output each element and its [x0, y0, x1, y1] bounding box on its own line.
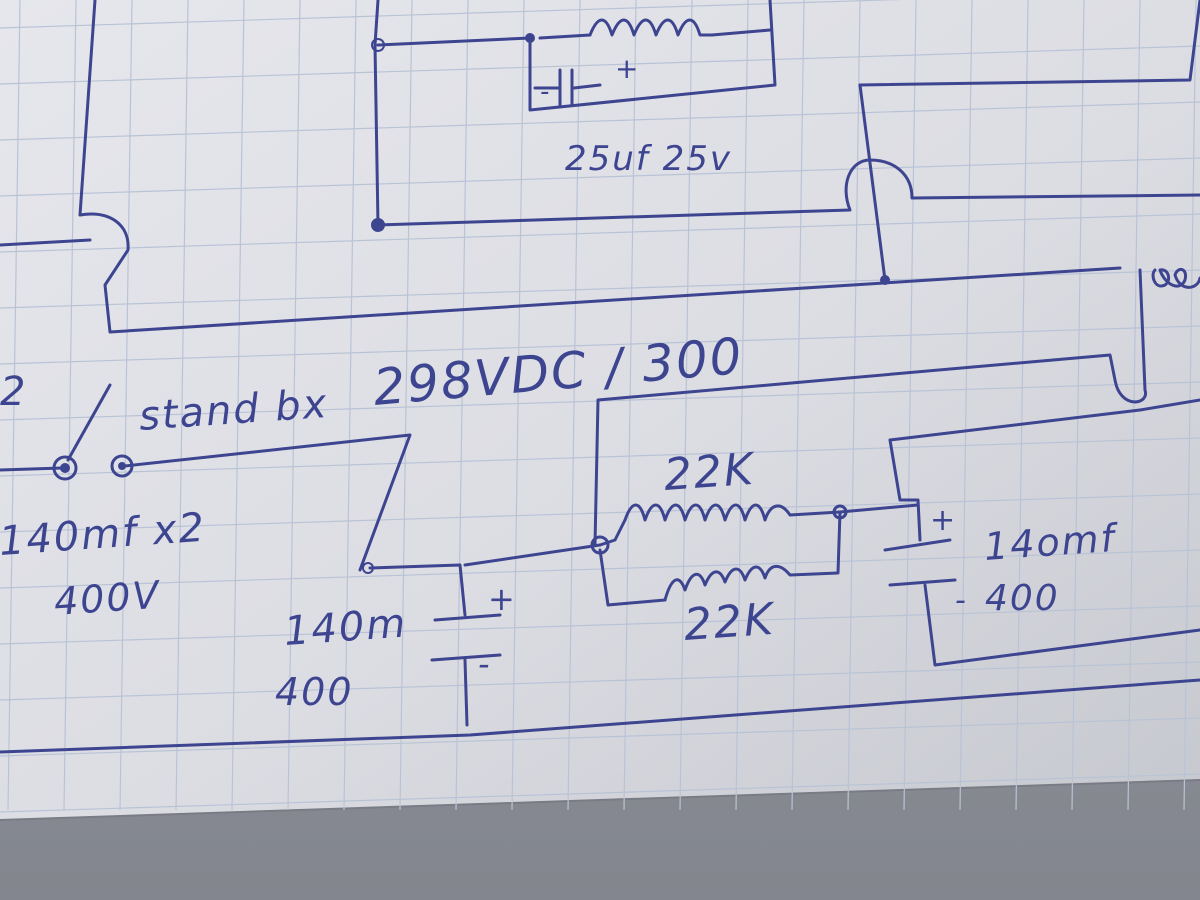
label-mid-cap-plus: +: [488, 580, 517, 618]
wire-switch-out: [123, 433, 412, 572]
capacitor-mid-plates: [430, 613, 502, 662]
label-mid-cap-value: 140m: [282, 600, 408, 654]
wire-right-box: [858, 0, 1200, 87]
grid-line-horizontal: [0, 437, 1200, 477]
wire-res-top-lead: [598, 518, 627, 547]
grid-line-horizontal: [0, 661, 1200, 701]
grid-line-horizontal: [0, 717, 1200, 757]
grid-line-horizontal: [0, 45, 1200, 85]
grid-line-horizontal: [0, 101, 1200, 141]
wire-standby-feed: [593, 268, 1147, 547]
junction-right-node: [832, 504, 848, 520]
wire-vertical-right: [858, 83, 887, 282]
label-right-cap-value: 14omf: [983, 516, 1121, 569]
junction-mid-cap: [362, 562, 374, 574]
paper-edge: [0, 779, 1200, 821]
label-right-cap-plus: +: [930, 503, 957, 538]
resistor-upper-22k: [623, 503, 842, 522]
grid-line-vertical: [903, 0, 917, 811]
junction-resistor-node: [590, 535, 610, 555]
grid-line-vertical: [847, 0, 861, 811]
label-top-cap-plus: +: [615, 52, 640, 85]
grid-line-vertical: [119, 0, 133, 811]
grid-line-vertical: [735, 0, 749, 811]
grid-line-vertical: [1127, 0, 1141, 811]
paper-grid: [0, 0, 1200, 813]
grid-line-vertical: [287, 0, 301, 811]
switch-terminal-right: [110, 454, 134, 478]
switch-lever: [66, 383, 112, 462]
grid-line-vertical: [231, 0, 245, 811]
label-left-edge: 2: [0, 369, 27, 415]
label-mid-cap-minus: -: [478, 645, 492, 683]
wire-top-box-left: [373, 0, 380, 227]
label-res-bottom: 22K: [682, 594, 777, 651]
grid-line-horizontal: [0, 549, 1200, 589]
grid-line-vertical: [7, 0, 21, 811]
coil-right: [1151, 267, 1200, 289]
capacitor-right-plates: [883, 538, 957, 587]
resistor-top: [588, 18, 772, 37]
grid-line-vertical: [399, 0, 413, 811]
label-res-top: 22K: [662, 444, 757, 501]
grid-line-horizontal: [0, 0, 904, 29]
resistor-lower-22k: [663, 510, 842, 602]
grid-line-horizontal: [0, 325, 1200, 365]
wire-mid-cap-plus: [368, 563, 467, 617]
junction-dots: [52, 33, 890, 574]
label-left-cap-voltage: 400V: [53, 573, 163, 624]
grid-line-vertical: [959, 0, 973, 811]
label-mid-cap-voltage: 400: [275, 670, 354, 714]
wire-right-cap-top: [888, 408, 1142, 442]
grid-line-horizontal: [0, 773, 1200, 813]
grid-line-vertical: [679, 0, 693, 811]
junction-top-cap: [525, 33, 535, 43]
wire-res-bottom-lead: [598, 548, 667, 607]
grid-line-vertical: [511, 0, 525, 811]
wire-left-loop: [78, 0, 1122, 334]
wire-left-stub: [0, 238, 92, 247]
grid-line-vertical: [63, 0, 77, 811]
wire-mid-cap-minus: [463, 658, 469, 727]
wire-switch-in: [0, 466, 64, 472]
grid-line-vertical: [1015, 0, 1029, 811]
wire-top-resistor-lead: [538, 33, 592, 40]
capacitor-top-leads: [533, 83, 602, 90]
schematic-wiring: [0, 0, 1200, 754]
grid-line-vertical: [343, 0, 357, 811]
label-top-cap: 25uf 25v: [565, 139, 732, 179]
grid-line-vertical: [1071, 0, 1085, 811]
switch-terminal-right-center: [118, 462, 126, 470]
label-top-cap-minus: -: [540, 77, 551, 107]
handwritten-labels: 25uf 25v + - stand bx 298VDC / 300 2 140…: [0, 52, 1121, 714]
label-right-cap-voltage: 400: [985, 578, 1060, 619]
grid-line-horizontal: [0, 213, 1200, 253]
wire-right-out: [1138, 398, 1200, 412]
junction-right: [880, 275, 890, 285]
junction-top-left: [371, 38, 385, 52]
wire-right-cap-plus: [888, 438, 922, 542]
switch-terminal-left: [52, 455, 78, 481]
grid-line-vertical: [1183, 0, 1197, 811]
wire-mid-node: [463, 543, 602, 567]
junction-upper-bus: [371, 218, 385, 232]
grid-line-vertical: [567, 0, 581, 811]
wire-right-cap-minus: [923, 583, 1200, 667]
wire-res-to-right-cap: [838, 503, 920, 514]
switch-terminal-left-center: [60, 463, 70, 473]
grid-line-vertical: [175, 0, 189, 811]
label-right-cap-minus: -: [955, 583, 968, 618]
grid-line-horizontal: [0, 493, 1200, 533]
grid-line-vertical: [623, 0, 637, 811]
grid-line-horizontal: [0, 605, 1200, 645]
wire-top-box: [376, 0, 777, 112]
grid-line-horizontal: [0, 157, 1200, 197]
wire-bottom-return: [0, 678, 1200, 754]
capacitor-top: [558, 68, 574, 107]
